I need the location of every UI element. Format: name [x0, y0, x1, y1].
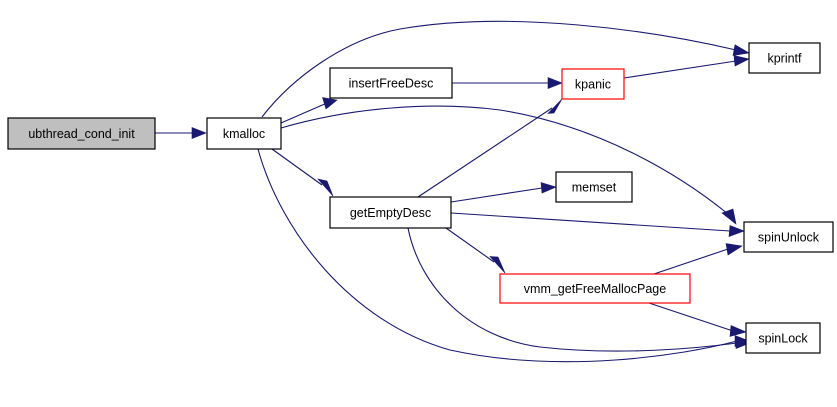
arrow-head-icon: [191, 127, 207, 139]
node-label: kpanic: [575, 77, 611, 91]
graph-node-kpanic[interactable]: kpanic: [561, 68, 625, 100]
edge-line: [280, 102, 328, 124]
arrow-head-icon: [322, 97, 338, 110]
graph-node-getEmptyDesc[interactable]: getEmptyDesc: [329, 196, 452, 229]
edge-insertFreeDesc-to-kpanic: [452, 77, 563, 89]
node-box[interactable]: [748, 42, 821, 74]
edge-line: [450, 212, 731, 232]
arrow-head-icon: [489, 256, 506, 274]
edge-line: [648, 302, 734, 332]
node-label: spinUnlock: [758, 230, 820, 244]
arrow-head-icon: [732, 44, 750, 56]
edge-line: [450, 187, 543, 203]
node-label: vmm_getFreeMallocPage: [524, 282, 666, 296]
node-label: spinLock: [758, 331, 808, 345]
node-box[interactable]: [329, 196, 452, 229]
node-box[interactable]: [329, 67, 453, 99]
edge-getEmptyDesc-to-spinLock: [407, 227, 751, 352]
arrow-head-icon: [721, 208, 737, 225]
node-box[interactable]: [745, 322, 821, 354]
edge-kmalloc-to-insertFreeDesc: [280, 97, 338, 124]
node-label: kmalloc: [223, 127, 265, 141]
graph-node-spinLock[interactable]: spinLock: [745, 322, 821, 354]
node-box[interactable]: [561, 68, 625, 100]
node-box[interactable]: [499, 273, 691, 304]
graph-node-kprintf[interactable]: kprintf: [748, 42, 821, 74]
arrow-head-icon: [728, 225, 745, 237]
node-label: ubthread_cond_init: [28, 127, 135, 141]
edge-kmalloc-to-kprintf: [261, 20, 750, 118]
graph-node-kmalloc[interactable]: kmalloc: [206, 117, 282, 150]
arrow-head-icon: [725, 243, 743, 256]
edge-line: [445, 227, 495, 263]
arrow-head-icon: [547, 98, 563, 114]
graph-node-spinUnlock[interactable]: spinUnlock: [743, 221, 834, 253]
edge-getEmptyDesc-to-vmm_getFreeMallocPage: [445, 227, 506, 274]
edge-line: [407, 227, 738, 352]
edge-line: [623, 60, 737, 79]
node-label: memset: [572, 180, 617, 194]
node-box[interactable]: [743, 221, 834, 253]
graph-node-ubthread_cond_init[interactable]: ubthread_cond_init: [7, 117, 156, 150]
edge-line: [280, 105, 729, 215]
node-box[interactable]: [7, 117, 156, 150]
edge-kmalloc-to-getEmptyDesc: [271, 148, 334, 197]
arrow-head-icon: [317, 178, 334, 197]
node-label: kprintf: [767, 51, 802, 65]
arrow-head-icon: [729, 325, 747, 337]
node-box[interactable]: [206, 117, 282, 150]
graph-node-insertFreeDesc[interactable]: insertFreeDesc: [329, 67, 453, 99]
edge-line: [257, 148, 738, 363]
node-label: insertFreeDesc: [349, 76, 434, 90]
node-box[interactable]: [555, 171, 633, 203]
edge-line: [653, 248, 729, 275]
edge-line: [271, 148, 323, 186]
arrow-head-icon: [735, 337, 751, 349]
arrow-head-icon: [733, 55, 750, 67]
edge-getEmptyDesc-to-memset: [450, 182, 557, 203]
edge-ubthread_cond_init-to-kmalloc: [155, 127, 207, 139]
edge-kmalloc-to-spinUnlock: [280, 105, 737, 225]
node-label: getEmptyDesc: [350, 206, 431, 220]
arrow-head-icon: [540, 182, 557, 194]
edge-kpanic-to-kprintf: [623, 55, 750, 79]
edge-vmm_getFreeMallocPage-to-spinUnlock: [653, 243, 743, 275]
arrow-head-icon: [547, 77, 563, 89]
edge-line: [417, 107, 553, 198]
edge-vmm_getFreeMallocPage-to-spinLock: [648, 302, 747, 337]
graph-node-vmm_getFreeMallocPage[interactable]: vmm_getFreeMallocPage: [499, 273, 691, 304]
graph-node-memset[interactable]: memset: [555, 171, 633, 203]
edge-kmalloc-to-spinLock: [257, 148, 750, 363]
edge-line: [261, 20, 737, 118]
nodes-layer: ubthread_cond_init kmalloc insertFreeDesc k…: [7, 42, 834, 354]
edge-getEmptyDesc-to-spinUnlock: [450, 212, 745, 237]
edges-layer: [155, 20, 751, 363]
edge-getEmptyDesc-to-kpanic: [417, 98, 563, 198]
